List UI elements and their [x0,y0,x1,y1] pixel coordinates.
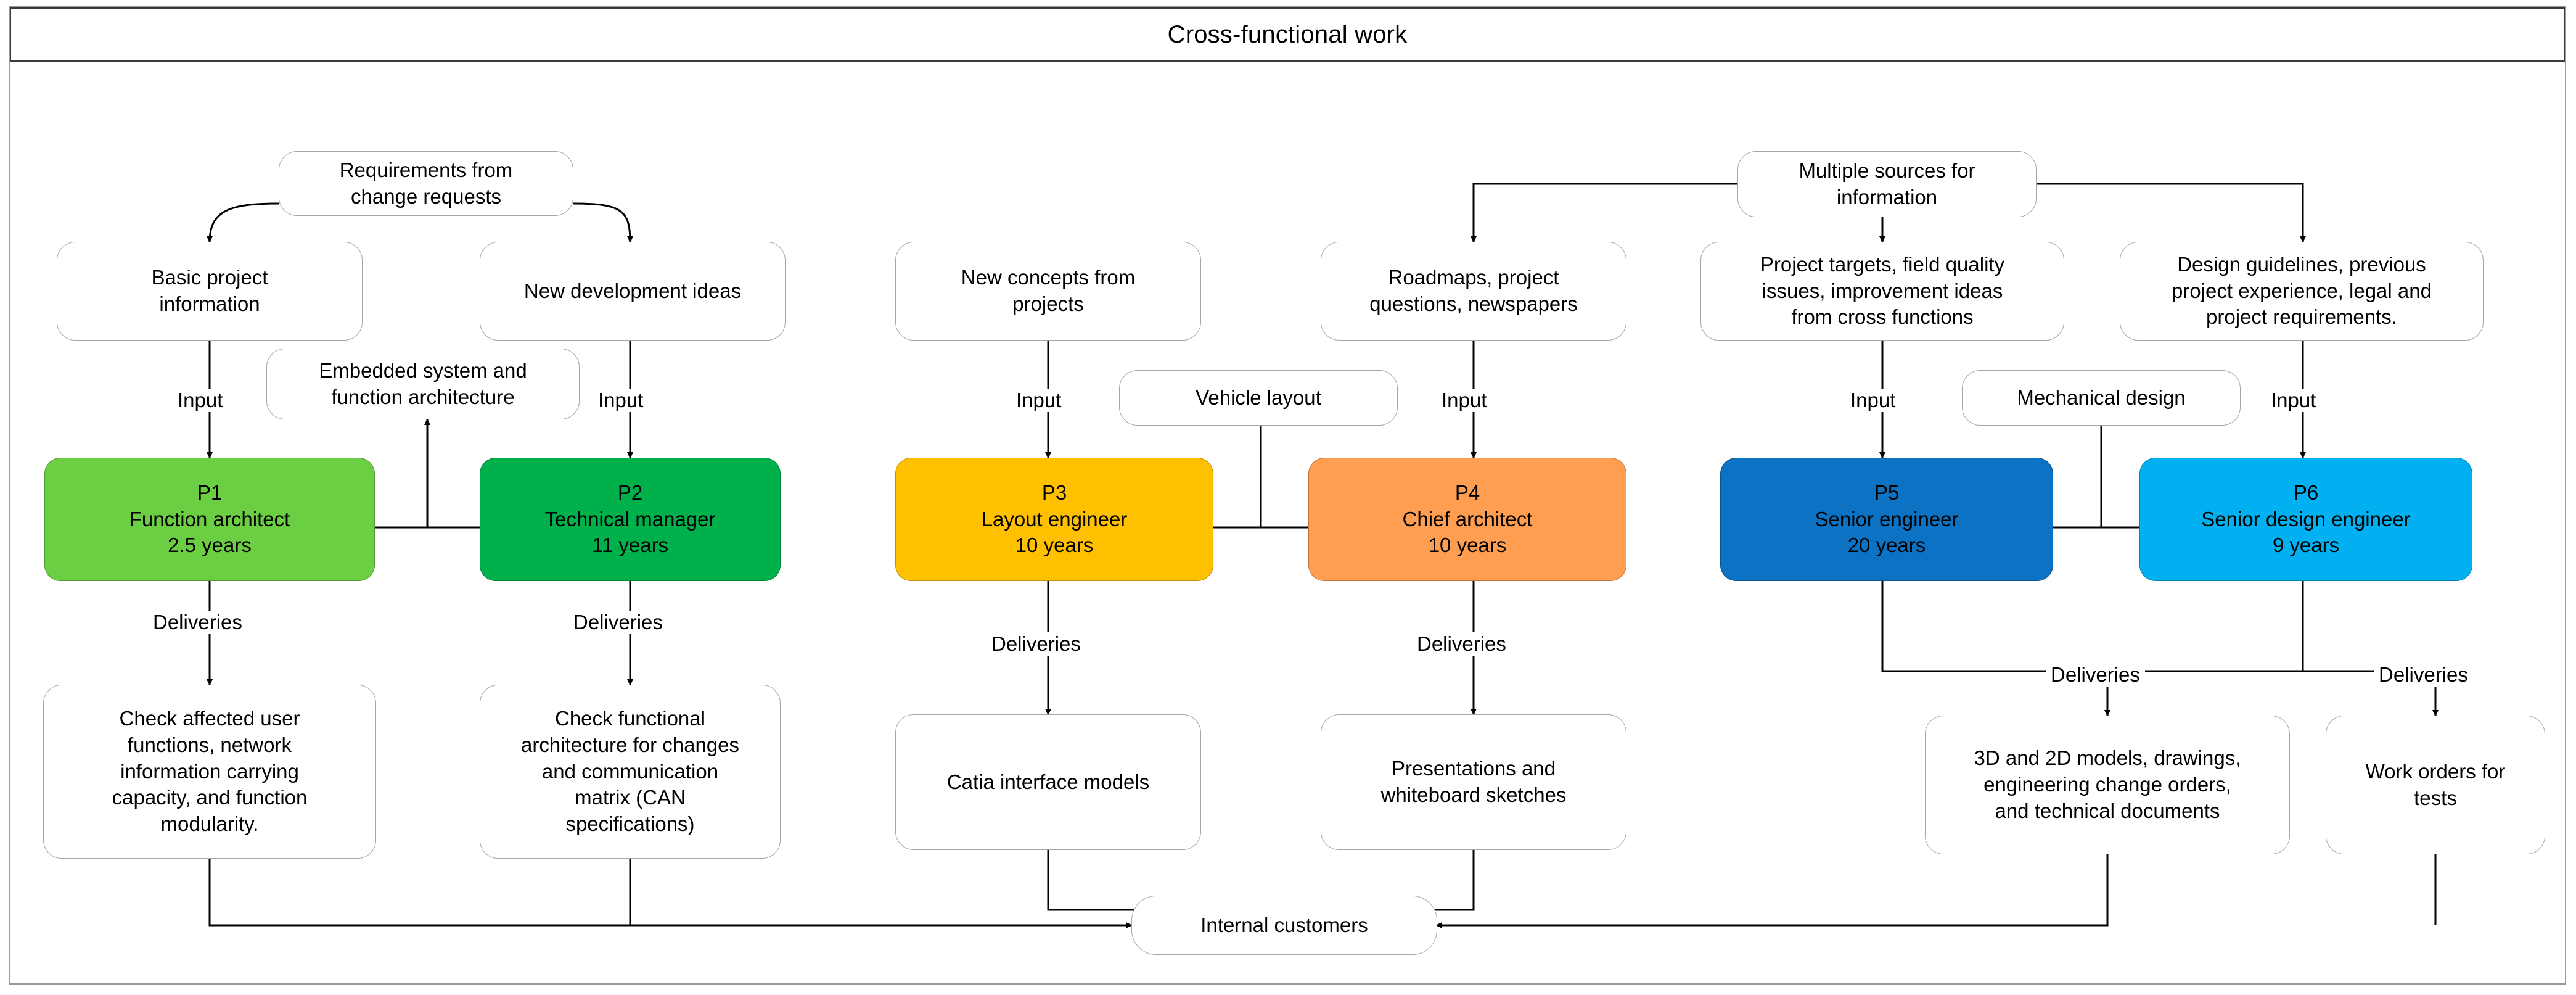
edge-label-deliveries-p1: Deliveries [148,611,247,634]
role-p6-senior-design-engineer[interactable]: P6 Senior design engineer 9 years [2139,458,2472,581]
sink-internal-customers[interactable]: Internal customers [1131,896,1437,955]
diagram-outer-frame [9,6,2566,985]
diagram-title-bar: Cross-functional work [10,7,2565,62]
edge-label-input-p2: Input [593,389,649,412]
input-basic-project-information[interactable]: Basic project information [57,242,363,341]
input-project-targets-field-quality-issues[interactable]: Project targets, field quality issues, i… [1700,242,2064,341]
edge-label-input-p4: Input [1437,389,1492,412]
delivery-p4-presentations-and-whiteboard-sketches[interactable]: Presentations and whiteboard sketches [1321,714,1626,850]
role-p4-chief-architect[interactable]: P4 Chief architect 10 years [1308,458,1626,581]
delivery-p2-check-functional-architecture[interactable]: Check functional architecture for change… [480,685,781,859]
edge-label-deliveries-p6: Deliveries [2374,663,2473,687]
input-requirements-from-change-requests[interactable]: Requirements from change requests [279,151,573,216]
role-p1-function-architect[interactable]: P1 Function architect 2.5 years [44,458,375,581]
role-p2-technical-manager[interactable]: P2 Technical manager 11 years [480,458,781,581]
edge-label-input-p6: Input [2266,389,2321,412]
edge-label-deliveries-p4: Deliveries [1412,632,1511,656]
delivery-p6-work-orders-for-tests[interactable]: Work orders for tests [2326,716,2545,854]
interface-vehicle-layout[interactable]: Vehicle layout [1119,370,1398,426]
input-design-guidelines-previous-project-experience[interactable]: Design guidelines, previous project expe… [2120,242,2484,341]
interface-embedded-system-and-function-architecture[interactable]: Embedded system and function architectur… [266,349,580,419]
input-new-development-ideas[interactable]: New development ideas [480,242,786,341]
role-p3-text: P3 Layout engineer 10 years [981,481,1128,557]
input-roadmaps-project-questions-newspapers[interactable]: Roadmaps, project questions, newspapers [1321,242,1626,341]
edge-label-deliveries-p5: Deliveries [2046,663,2145,687]
role-p6-text: P6 Senior design engineer 9 years [2201,481,2411,557]
edge-label-input-p5: Input [1845,389,1901,412]
input-multiple-sources-for-information[interactable]: Multiple sources for information [1737,151,2037,217]
delivery-p5-3d-2d-models-drawings[interactable]: 3D and 2D models, drawings, engineering … [1925,716,2290,854]
role-p3-layout-engineer[interactable]: P3 Layout engineer 10 years [895,458,1213,581]
edge-label-deliveries-p2: Deliveries [568,611,668,634]
input-new-concepts-from-projects[interactable]: New concepts from projects [895,242,1201,341]
page-title: Cross-functional work [1167,20,1408,48]
role-p5-text: P5 Senior engineer 20 years [1815,481,1959,557]
role-p4-text: P4 Chief architect 10 years [1402,481,1533,557]
edge-label-input-p3: Input [1011,389,1067,412]
interface-mechanical-design[interactable]: Mechanical design [1962,370,2241,426]
delivery-p3-catia-interface-models[interactable]: Catia interface models [895,714,1201,850]
role-p2-text: P2 Technical manager 11 years [544,481,716,557]
edge-label-input-p1: Input [173,389,228,412]
delivery-p1-check-affected-user-functions[interactable]: Check affected user functions, network i… [43,685,376,859]
role-p1-text: P1 Function architect 2.5 years [129,481,290,557]
edge-label-deliveries-p3: Deliveries [987,632,1086,656]
role-p5-senior-engineer[interactable]: P5 Senior engineer 20 years [1720,458,2053,581]
